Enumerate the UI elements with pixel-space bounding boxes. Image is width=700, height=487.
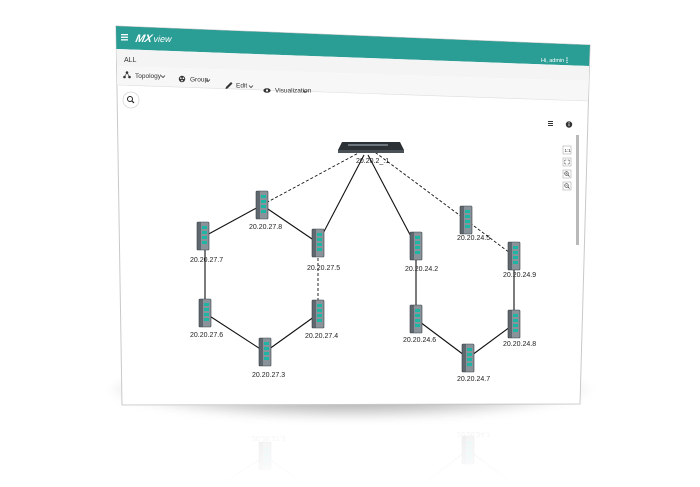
zoom-actual-size-button[interactable]: 1:1 [562, 145, 572, 155]
link-core-24-5 [371, 149, 467, 221]
hamburger-menu-icon[interactable] [121, 34, 128, 41]
window-reflection: 20.20.27.3 20.20.24.7 [110, 405, 590, 487]
zoom-in-button[interactable] [562, 169, 572, 179]
node-20-20-27-8[interactable]: 20.20.27.8 [249, 190, 282, 231]
more-options-icon[interactable] [566, 57, 568, 64]
eye-icon [263, 88, 271, 93]
search-icon [127, 96, 135, 104]
menu-group[interactable]: Group [178, 75, 211, 84]
group-icon [178, 75, 186, 83]
node-20-20-24-7[interactable]: 20.20.24.7 [457, 343, 490, 383]
link-24-8-24-7 [467, 323, 515, 359]
menu-edit-label: Edit [236, 83, 247, 90]
node-label: 20.20.24.5 [457, 235, 490, 242]
menu-group-label: Group [190, 77, 208, 84]
switch-icon [507, 241, 521, 271]
switch-icon [507, 309, 521, 339]
switch-icon [409, 304, 423, 334]
chevron-down-icon [160, 75, 166, 79]
user-greeting[interactable]: Hi, admin [541, 58, 564, 64]
link-27-8-27-5 [261, 204, 319, 244]
brand-mx: MX [134, 33, 154, 45]
chevron-down-icon [248, 85, 254, 89]
node-label: 20.20.24.8 [503, 341, 536, 348]
topology-icon [123, 71, 131, 79]
node-label: 20.20.27.8 [249, 224, 282, 231]
rack-switch-icon [338, 142, 404, 153]
node-20-20-27-7[interactable]: 20.20.27.7 [190, 221, 223, 264]
node-label: 20.20.27.4 [305, 333, 338, 340]
app-header [116, 26, 590, 66]
link-24-5-24-9 [465, 219, 515, 257]
svg-text:1:1: 1:1 [565, 148, 572, 153]
search-button[interactable] [122, 91, 140, 109]
zoom-controls: 1:1 [562, 145, 572, 191]
menu-topology[interactable]: Topology [123, 71, 166, 80]
node-label: 20.20.24.6 [403, 337, 436, 344]
link-24-6-24-7 [415, 318, 469, 359]
breadcrumb[interactable]: ALL [124, 57, 137, 64]
link-27-7-27-8 [204, 204, 263, 237]
node-20-20-24-5[interactable]: 20.20.24.5 [457, 205, 490, 242]
menu-visualization-label: Visualization [275, 88, 312, 95]
switch-icon [409, 231, 423, 261]
menu-edit[interactable]: Edit [225, 82, 254, 90]
node-label: 20.20.27.7 [190, 257, 223, 264]
link-27-6-27-3 [204, 312, 266, 353]
node-20-20-24-2[interactable]: 20.20.24.2 [405, 231, 438, 273]
zoom-fit-button[interactable] [562, 157, 572, 167]
zoom-out-icon [564, 183, 570, 189]
menu-visualization[interactable]: Visualization [263, 88, 312, 95]
fit-screen-icon [564, 159, 570, 165]
node-label: 20.20.24.2 [405, 266, 438, 273]
vertical-scrollbar[interactable] [576, 135, 579, 245]
chevron-down-icon [205, 79, 211, 83]
switch-icon [198, 298, 212, 328]
link-core-27-5 [317, 154, 365, 244]
toolbar [117, 66, 589, 101]
edit-icon [225, 82, 233, 89]
node-label: 20.20.27.5 [307, 265, 340, 272]
node-label: 20.20.2_.1 [356, 158, 389, 165]
node-label: 20.20.27.3 [252, 372, 285, 379]
switch-icon [311, 228, 325, 258]
chevron-down-icon [302, 90, 308, 94]
node-20-20-24-6[interactable]: 20.20.24.6 [403, 304, 436, 344]
core-switch[interactable]: 20.20.2_.1 [338, 142, 404, 165]
breadcrumb-bar [116, 49, 589, 81]
node-20-20-27-5[interactable]: 20.20.27.5 [307, 228, 340, 272]
switch-icon [459, 205, 473, 235]
switch-icon [258, 337, 272, 367]
node-20-20-27-4[interactable]: 20.20.27.4 [305, 299, 338, 340]
node-20-20-24-8[interactable]: 20.20.24.8 [503, 309, 536, 348]
mxview-logo: MX view [134, 33, 173, 45]
node-20-20-27-3[interactable]: 20.20.27.3 [252, 337, 285, 379]
info-icon[interactable] [565, 121, 573, 128]
link-core-27-8 [261, 149, 365, 206]
list-view-icon[interactable] [548, 121, 553, 126]
link-core-24-2 [367, 154, 417, 247]
switch-icon [255, 190, 269, 220]
switch-icon [196, 221, 210, 251]
switch-icon [461, 343, 475, 373]
brand-view: view [153, 34, 174, 44]
zoom-out-button[interactable] [562, 181, 572, 191]
link-27-4-27-3 [264, 313, 319, 353]
switch-icon [311, 299, 325, 329]
zoom-in-icon [564, 171, 570, 177]
node-20-20-27-6[interactable]: 20.20.27.6 [190, 298, 223, 339]
menu-topology-label: Topology [135, 73, 162, 80]
node-label: 20.20.24.9 [503, 272, 536, 279]
node-20-20-24-9[interactable]: 20.20.24.9 [503, 241, 536, 279]
node-label: 20.20.24.7 [457, 376, 490, 383]
node-label: 20.20.27.6 [190, 332, 223, 339]
